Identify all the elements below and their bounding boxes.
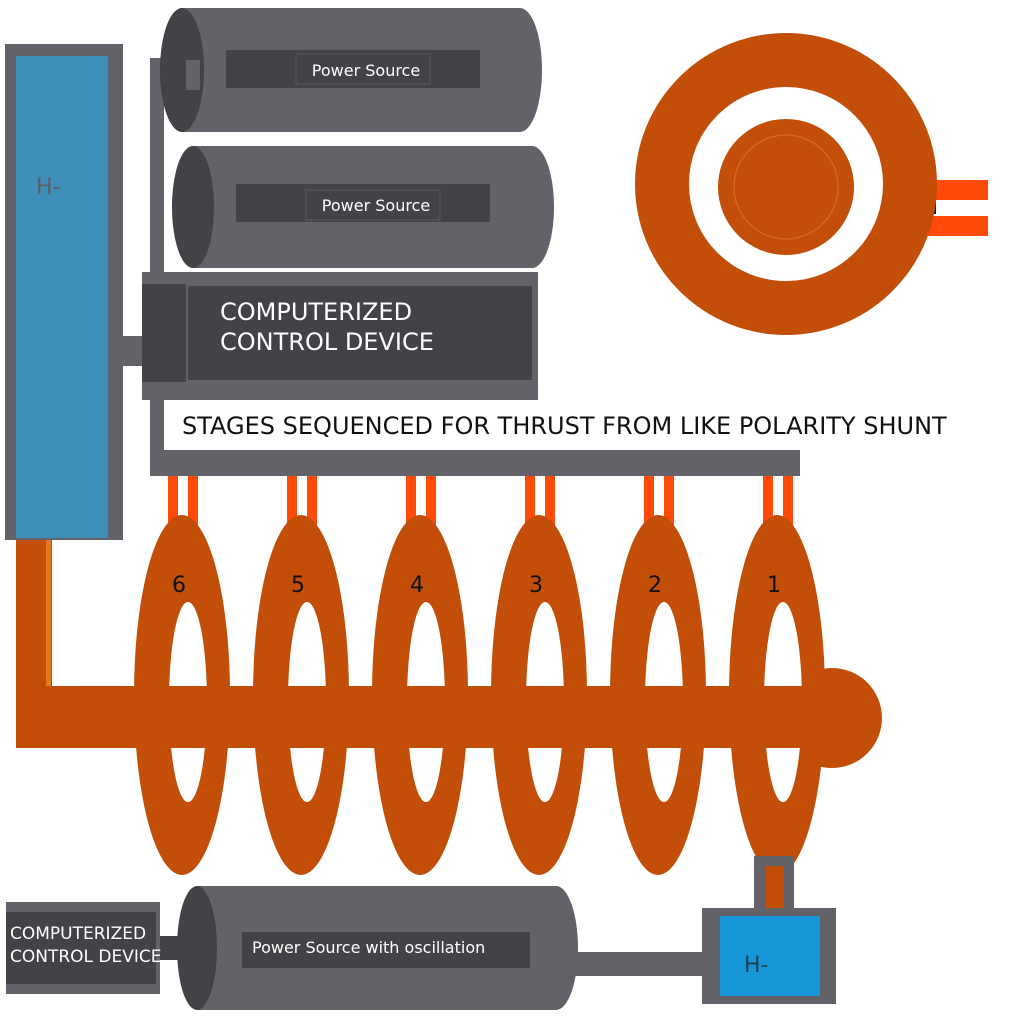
large-tank-label: H- (36, 175, 60, 200)
bottom-control-line2: CONTROL DEVICE (10, 947, 162, 967)
large-hydrogen-tank: H- (5, 44, 123, 540)
coil-terminal (307, 476, 317, 530)
coil-terminal (406, 476, 416, 530)
small-tank-label: H- (744, 953, 768, 978)
top-power-source-1-label: Power Source (312, 61, 420, 80)
axle-segment (525, 686, 565, 748)
main-control-device: COMPUTERIZED CONTROL DEVICE (142, 272, 538, 400)
top-power-source-cylinder-1: Power Source (160, 8, 542, 132)
bottom-power-source-cylinder: Power Source with oscillation (177, 886, 578, 1010)
bottom-power-source-label: Power Source with oscillation (252, 938, 485, 957)
coil-stage-number: 2 (648, 573, 662, 598)
bottom-control-device: COMPUTERIZED CONTROL DEVICE (6, 902, 162, 994)
coil-terminal (783, 476, 793, 530)
control-device-line1: COMPUTERIZED (220, 298, 412, 326)
coil-stage-number: 5 (291, 573, 305, 598)
coil-stage-5: 5 (253, 476, 349, 875)
coil-stage-3: 3 (491, 476, 587, 875)
coil-stage-number: 1 (767, 573, 781, 598)
control-device-line2: CONTROL DEVICE (220, 328, 434, 356)
bottom-control-connector (158, 936, 178, 960)
coil-stage-number: 3 (529, 573, 543, 598)
top-power-source-cylinder-2: Power Source (172, 146, 554, 268)
coil-terminal (525, 476, 535, 530)
coil-terminal (168, 476, 178, 530)
axle-segment (763, 686, 803, 748)
coil-terminal (188, 476, 198, 530)
coil-terminal (644, 476, 654, 530)
coil-stage-6: 6 (134, 476, 230, 875)
coil-terminal (664, 476, 674, 530)
coil-stage-2: 2 (610, 476, 706, 875)
vertical-bus-line (150, 60, 164, 476)
stages-caption: STAGES SEQUENCED FOR THRUST FROM LIKE PO… (182, 412, 947, 440)
axle-segment (287, 686, 327, 748)
coil-terminal (287, 476, 297, 530)
coil-stage-4: 4 (372, 476, 468, 875)
bottom-control-line1: COMPUTERIZED (10, 924, 146, 944)
coil-terminal (426, 476, 436, 530)
coil-stage-number: 4 (410, 573, 424, 598)
coil-stage-number: 6 (172, 573, 186, 598)
horizontal-bus-line (150, 450, 800, 476)
coil-stages: 6 5 4 3 2 1 (134, 476, 825, 875)
coil-terminal (763, 476, 773, 530)
coil-terminal (545, 476, 555, 530)
small-tank-feed-pipe (766, 866, 784, 918)
axle-segment (168, 686, 208, 748)
axle-segment (644, 686, 684, 748)
small-hydrogen-tank: H- (702, 908, 836, 1004)
axle-segment (406, 686, 446, 748)
tank-to-control-connector (118, 336, 144, 366)
coil-end-view (635, 33, 988, 335)
tank-feed-pipe-highlight (46, 540, 51, 690)
top-power-source-2-label: Power Source (322, 196, 430, 215)
coil-stage-1: 1 (729, 476, 825, 875)
